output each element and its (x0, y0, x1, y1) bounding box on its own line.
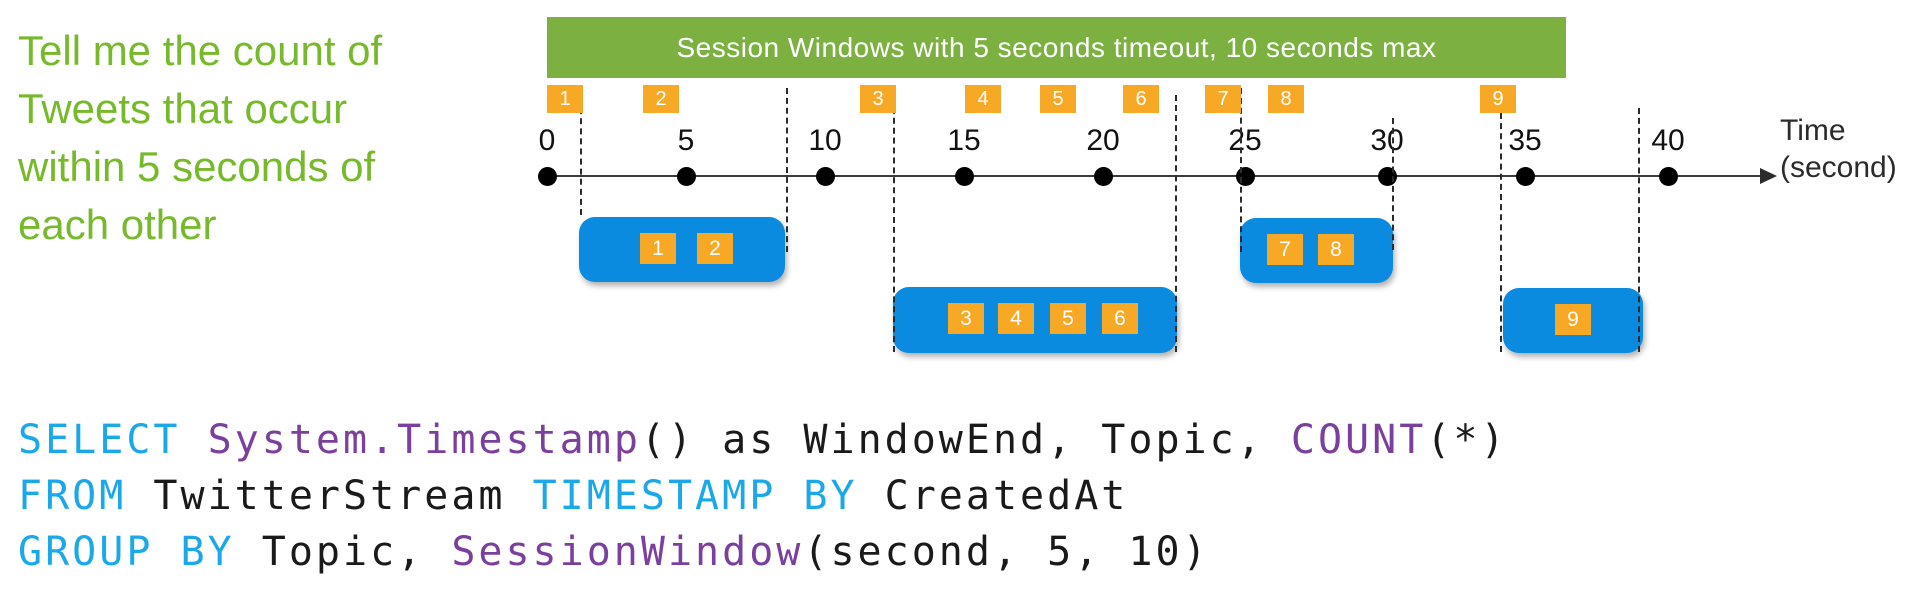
session-windows-banner: Session Windows with 5 seconds timeout, … (547, 17, 1566, 78)
event-marker: 9 (1480, 85, 1516, 113)
prompt-line: Tell me the count of (18, 27, 383, 74)
tick-label: 30 (1370, 124, 1404, 157)
event-marker: 3 (860, 85, 896, 113)
window-boundary-line (1392, 118, 1394, 250)
window-event-marker: 1 (640, 233, 676, 264)
code-token-function: System.Timestamp (207, 417, 641, 463)
window-boundary-line (1240, 88, 1242, 252)
window-boundary-line (1638, 108, 1640, 352)
tick-dot (816, 167, 835, 186)
code-token-keyword: TIMESTAMP BY (532, 473, 858, 519)
code-line: FROM TwitterStream TIMESTAMP BY CreatedA… (18, 468, 1508, 524)
code-token-plain: TwitterStream (126, 473, 533, 519)
code-token-plain: (second, 5, 10) (803, 529, 1210, 575)
time-axis-line (538, 175, 1764, 177)
axis-title-unit: (second) (1780, 151, 1897, 184)
code-token-plain: CreatedAt (857, 473, 1129, 519)
event-marker: 6 (1123, 85, 1159, 113)
prompt-line: within 5 seconds of (18, 143, 376, 190)
code-token-function: COUNT (1290, 417, 1427, 463)
tick-label: 35 (1508, 124, 1542, 157)
event-marker: 8 (1268, 85, 1304, 113)
event-marker: 5 (1040, 85, 1076, 113)
tick-dot (1378, 167, 1397, 186)
window-boundary-line (580, 88, 582, 215)
event-marker: 1 (547, 85, 583, 113)
tick-label: 20 (1086, 124, 1120, 157)
session-window: 9 (1503, 288, 1643, 353)
prompt-line: each other (18, 201, 217, 248)
prompt-text: Tell me the count of Tweets that occur w… (18, 22, 448, 254)
window-event-marker: 2 (697, 233, 733, 264)
window-event-marker: 6 (1102, 303, 1138, 334)
axis-title-time: Time (1780, 114, 1846, 147)
window-boundary-line (1500, 113, 1502, 352)
code-token-plain (181, 417, 208, 463)
tick-dot (955, 167, 974, 186)
window-boundary-line (893, 88, 895, 352)
event-marker: 2 (643, 85, 679, 113)
tick-label: 40 (1651, 124, 1685, 157)
axis-arrow-icon (1760, 168, 1777, 184)
window-event-marker: 7 (1267, 234, 1303, 265)
tick-label: 5 (677, 124, 695, 157)
window-boundary-line (1175, 95, 1177, 352)
tick-dot (538, 167, 557, 186)
window-event-marker: 8 (1318, 234, 1354, 265)
code-token-function: SessionWindow (451, 529, 804, 575)
window-event-marker: 3 (948, 303, 984, 334)
code-token-plain: Topic, (234, 529, 452, 575)
tick-dot (1094, 167, 1113, 186)
code-line: GROUP BY Topic, SessionWindow(second, 5,… (18, 524, 1508, 580)
prompt-line: Tweets that occur (18, 85, 348, 132)
tick-dot (1516, 167, 1535, 186)
code-block: SELECT System.Timestamp() as WindowEnd, … (18, 412, 1508, 580)
code-line: SELECT System.Timestamp() as WindowEnd, … (18, 412, 1508, 468)
tick-dot (1659, 167, 1678, 186)
window-event-marker: 4 (998, 303, 1034, 334)
axis-title: Time (second) (1780, 112, 1897, 186)
window-boundary-line (786, 88, 788, 252)
event-marker: 4 (965, 85, 1001, 113)
banner-label: Session Windows with 5 seconds timeout, … (676, 31, 1437, 63)
window-event-marker: 5 (1050, 303, 1086, 334)
tick-dot (677, 167, 696, 186)
code-token-keyword: SELECT (18, 417, 181, 463)
tick-dot (1236, 167, 1255, 186)
window-event-marker: 9 (1555, 304, 1591, 335)
tick-label: 15 (947, 124, 981, 157)
code-token-plain: () as WindowEnd, Topic, (640, 417, 1291, 463)
tick-label: 0 (538, 124, 556, 157)
event-marker: 7 (1205, 85, 1241, 113)
code-token-keyword: GROUP BY (18, 529, 235, 575)
code-token-plain: (*) (1426, 417, 1508, 463)
tick-label: 10 (808, 124, 842, 157)
tick-label: 25 (1228, 124, 1262, 157)
code-token-keyword: FROM (18, 473, 127, 519)
